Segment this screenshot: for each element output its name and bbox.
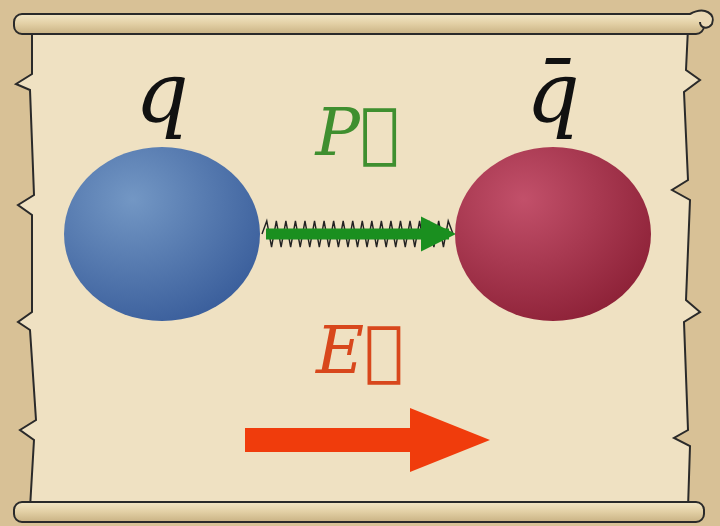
- top-roller: [14, 14, 704, 34]
- spring-link: [262, 221, 453, 247]
- field-arrow: [245, 408, 490, 472]
- particle-body: [455, 147, 651, 321]
- particle-label: q̄: [453, 40, 653, 134]
- field-label: E⃗: [316, 318, 404, 384]
- momentum-arrow: [266, 229, 449, 240]
- scroll-curl: [690, 11, 713, 28]
- parchment-sheet: [16, 28, 700, 508]
- bottom-roller: [14, 502, 704, 522]
- particle-circle: [453, 145, 653, 323]
- quark-circle: q: [62, 40, 262, 325]
- particle-circle: [62, 145, 262, 323]
- particle-label: q: [62, 40, 262, 134]
- particle-body: [64, 147, 260, 321]
- antiquark-circle: q̄: [453, 40, 653, 325]
- momentum-label: P⃗: [315, 100, 399, 166]
